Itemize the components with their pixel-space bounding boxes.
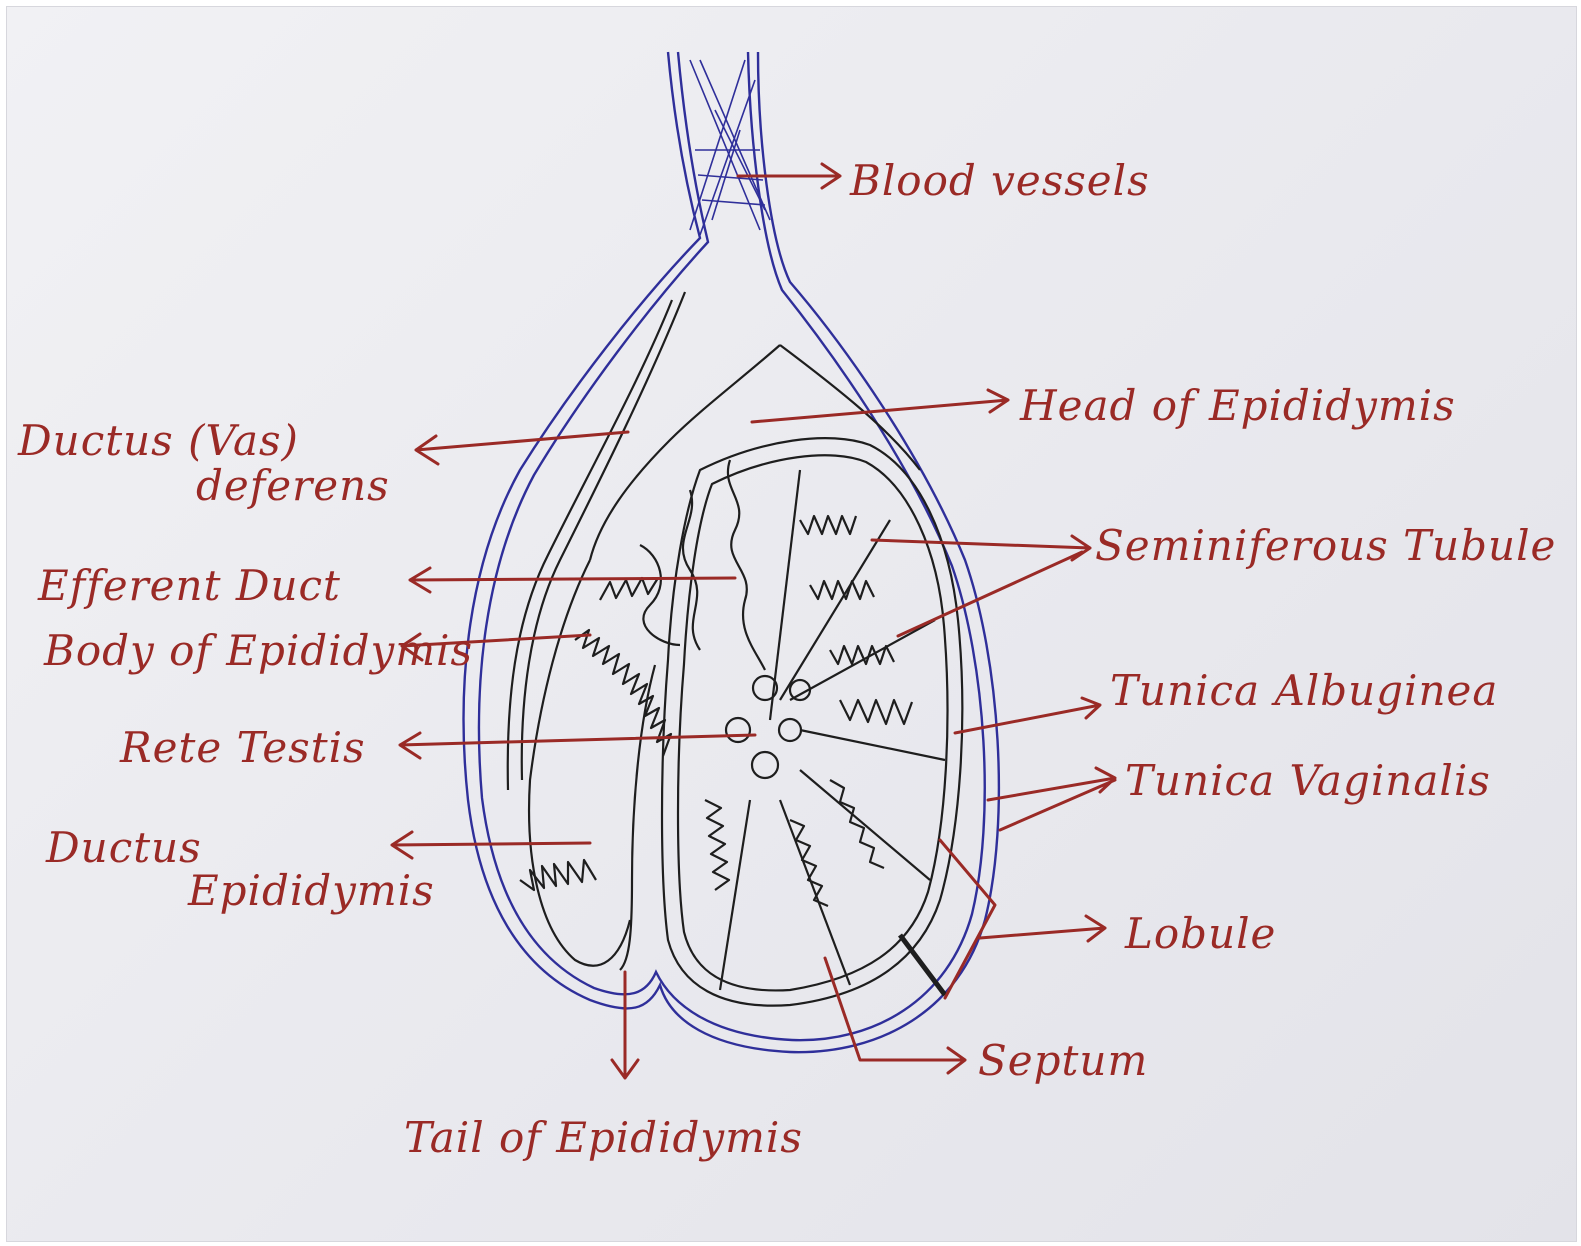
label-tunica-albuginea: Tunica Albuginea [1110,666,1498,715]
label-septum: Septum [978,1036,1148,1085]
label-ductus-epididymis-line2: Epididymis [187,866,435,915]
label-seminiferous-tubule: Seminiferous Tubule [1095,521,1556,570]
label-body-of-epididymis: Body of Epididymis [43,626,473,675]
label-arrows [392,164,1115,1078]
label-ductus-epididymis-line1: Ductus [45,823,202,872]
label-efferent-duct: Efferent Duct [37,561,341,610]
labels: Blood vessels Head of Epididymis Ductus … [17,156,1556,1162]
label-blood-vessels: Blood vessels [849,156,1150,205]
label-ductus-vas-deferens-line2: deferens [196,461,390,510]
label-tunica-vaginalis: Tunica Vaginalis [1125,756,1491,805]
label-tail-of-epididymis: Tail of Epididymis [404,1113,803,1162]
label-lobule: Lobule [1124,909,1276,958]
label-rete-testis: Rete Testis [119,723,366,772]
testis-body [640,438,962,1006]
label-head-of-epididymis: Head of Epididymis [1019,381,1456,430]
label-ductus-vas-deferens-line1: Ductus (Vas) [17,416,299,465]
